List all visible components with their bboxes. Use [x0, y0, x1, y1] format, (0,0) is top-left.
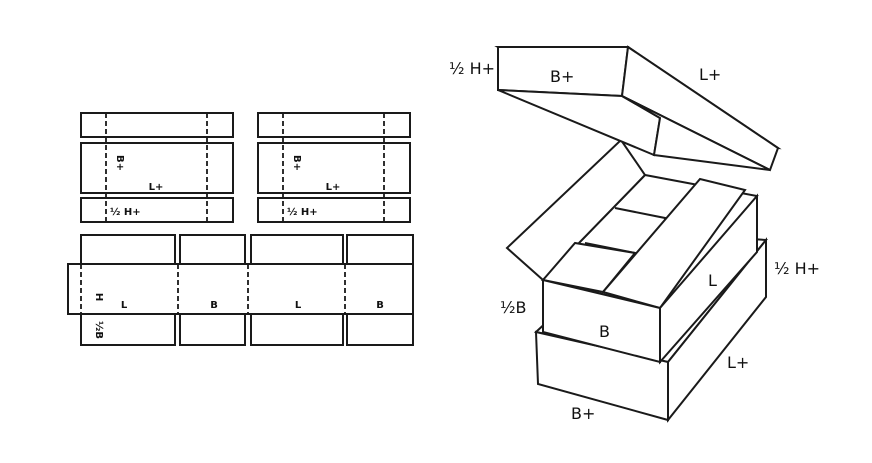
rsc-top-flap	[250, 234, 344, 265]
rsc-flap-label: ½B	[93, 321, 104, 339]
tray-left-flap-label: ½ H+	[110, 207, 141, 218]
box-width-label: B	[599, 322, 610, 341]
rsc-panel-label: B	[210, 300, 218, 311]
tray-width-label: B+	[571, 404, 595, 423]
rsc-top-flap	[179, 234, 246, 265]
rsc-bottom-flap	[346, 313, 414, 346]
tray-left-side-label: B+	[114, 155, 125, 171]
tray-blank-right: B+ L+ ½ H+	[257, 112, 411, 223]
box-3d-assembly: ½ H+ B+ L+ ½B B L ½ H+ L+ B+	[449, 45, 820, 423]
lid-width-label: B+	[550, 67, 574, 86]
box-flap-front	[541, 241, 637, 294]
tray-right-bottom-label: L+	[326, 182, 341, 193]
lid-inner-face-right	[621, 95, 771, 171]
lid-length-label: L+	[699, 65, 721, 84]
rsc-panel-label: B	[376, 300, 384, 311]
tray-left-top-flap	[80, 112, 234, 138]
rsc-height-label: H	[93, 293, 104, 301]
tray-height-label: ½ H+	[774, 259, 820, 278]
rsc-blank: H L B L B ½B	[67, 234, 414, 346]
box-right-face	[659, 193, 758, 365]
box-flap-label: ½B	[500, 298, 526, 317]
rsc-panel-label: L	[121, 300, 128, 311]
tray-right-top-flap	[257, 112, 411, 138]
lid	[494, 45, 782, 172]
tray-length-label: L+	[727, 353, 749, 372]
tray-right-bottom-flap	[257, 197, 411, 223]
box-length-label: L	[708, 271, 717, 290]
lid-height-label: ½ H+	[449, 59, 495, 78]
rsc-bottom-flap	[250, 313, 344, 346]
rsc-bottom-flap	[179, 313, 246, 346]
tray-right-flap-label: ½ H+	[287, 207, 318, 218]
rsc-top-flap	[346, 234, 414, 265]
tray-right-side-label: B+	[291, 155, 302, 171]
rsc-box	[505, 138, 759, 365]
tray-blank-left: B+ L+ ½ H+	[80, 112, 234, 223]
tray-left-bottom-flap	[80, 197, 234, 223]
rsc-body	[67, 263, 414, 315]
tray-left-bottom-label: L+	[149, 182, 164, 193]
rsc-panel-label: L	[295, 300, 302, 311]
rsc-top-flap	[80, 234, 176, 265]
